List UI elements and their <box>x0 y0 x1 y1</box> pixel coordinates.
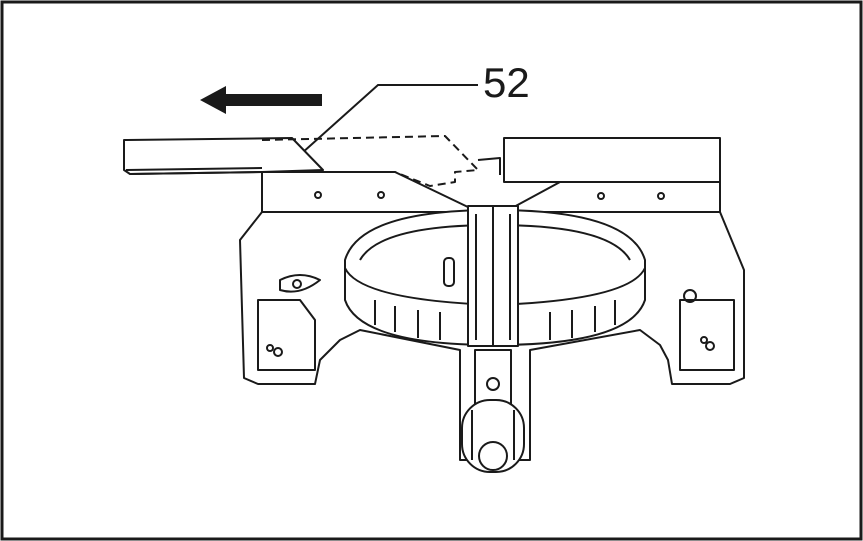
callout-label-52: 52 <box>483 59 530 106</box>
right-fence <box>503 137 721 213</box>
left-arrow-icon <box>200 86 322 114</box>
callout-leader-line <box>291 84 478 163</box>
right-foot <box>679 289 735 371</box>
turntable-ribs <box>374 300 616 340</box>
miter-saw-base <box>123 135 745 473</box>
left-foot <box>257 274 321 371</box>
left-fence <box>261 171 471 213</box>
miter-lock-handle <box>461 349 525 473</box>
